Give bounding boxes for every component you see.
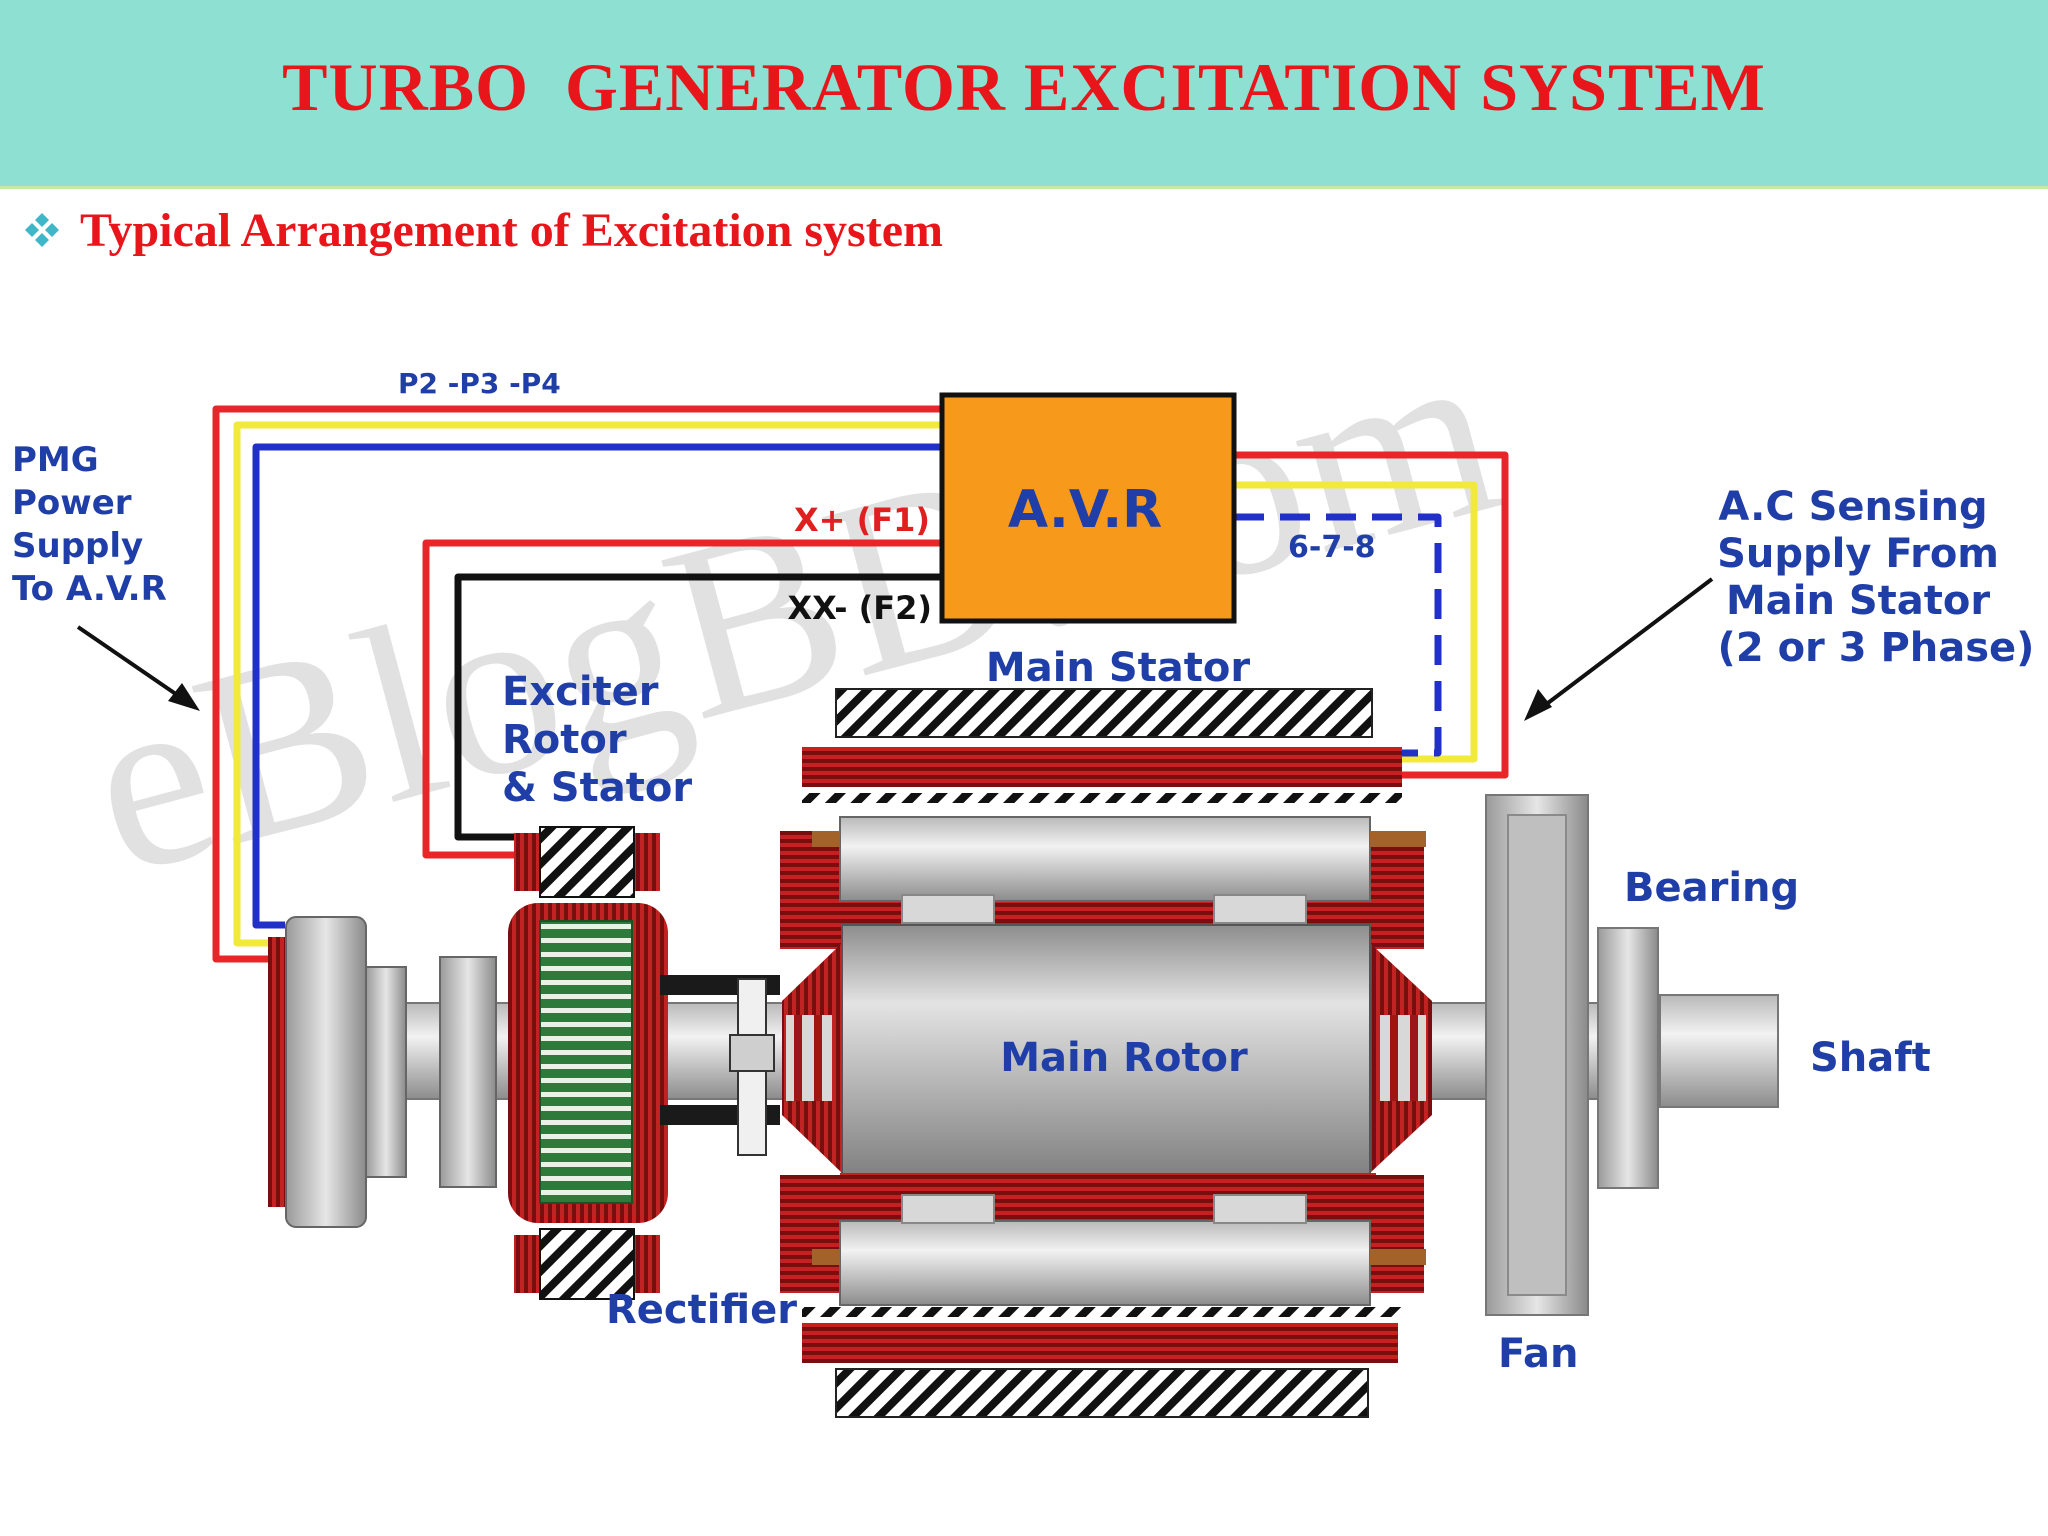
rotor-end-winding-right xyxy=(1370,943,1432,1173)
main-stator-top-coil xyxy=(802,747,1402,787)
sense-terminals-label: 6-7-8 xyxy=(1288,530,1376,565)
main-stator-top-strip xyxy=(802,793,1402,803)
bearing xyxy=(1597,927,1659,1189)
pmg-label-line2: Power xyxy=(12,483,132,523)
main-rotor-label: Main Rotor xyxy=(1000,1035,1248,1081)
main-stator-label: Main Stator xyxy=(986,645,1250,691)
diamond-bullet-icon xyxy=(25,213,59,247)
rectifier-label: Rectifier xyxy=(606,1287,797,1333)
exciter-label-line2: Rotor xyxy=(502,717,627,763)
pmg-label: PMG Power Supply To A.V.R xyxy=(12,440,167,609)
ac-sensing-line2: Supply From xyxy=(1717,531,1999,577)
pmg-label-line4: To A.V.R xyxy=(12,569,167,609)
rotor-end-winding-left xyxy=(782,943,842,1173)
rectifier xyxy=(660,975,780,1156)
xx-minus-label: XX- (F2) xyxy=(787,589,932,627)
exciter-assembly xyxy=(508,826,668,1300)
exciter-label: Exciter Rotor & Stator xyxy=(502,669,692,811)
ac-sensing-line4: (2 or 3 Phase) xyxy=(1718,625,2035,671)
slide-header: TURBO GENERATOR EXCITATION SYSTEM xyxy=(0,0,2048,189)
main-stator-left-upper-coil xyxy=(780,831,842,949)
exciter-label-line1: Exciter xyxy=(502,669,659,715)
slide-title: TURBO GENERATOR EXCITATION SYSTEM xyxy=(282,49,1766,125)
fan xyxy=(1485,794,1589,1316)
pmg-label-line3: Supply xyxy=(12,526,143,566)
ac-sensing-arrow xyxy=(1524,577,1714,721)
rotor-pole-upper-lug-right xyxy=(1370,831,1426,847)
main-rotor-body xyxy=(841,924,1371,1188)
rotor-pole-upper-lug-left xyxy=(812,831,840,847)
pmg-arrow xyxy=(76,625,200,711)
pmg-label-line1: PMG xyxy=(12,440,99,480)
subtitle-row: Typical Arrangement of Excitation system xyxy=(22,200,943,260)
rotor-pole-lower xyxy=(839,1220,1371,1306)
pmg-wires xyxy=(212,405,942,963)
rotor-pole-lower-lug-right xyxy=(1370,1249,1426,1265)
field-wires xyxy=(422,539,942,859)
main-stator-top-hatch xyxy=(835,688,1373,738)
p-terminals-label: P2 -P3 -P4 xyxy=(398,367,561,400)
pmg-disc xyxy=(268,916,497,1228)
rotor-pole-upper xyxy=(839,816,1371,902)
slide-subtitle: Typical Arrangement of Excitation system xyxy=(80,203,943,257)
ac-sensing-line3: Main Stator xyxy=(1726,578,1990,624)
rotor-pole-lower-lug-left xyxy=(812,1249,840,1265)
rotor-pole-upper-tab-left xyxy=(901,894,995,924)
x-plus-label: X+ (F1) xyxy=(794,501,930,539)
fan-label: Fan xyxy=(1498,1331,1578,1377)
excitation-diagram: eBlogBD.com A.V.R xyxy=(12,355,2034,1418)
ac-sensing-line1: A.C Sensing xyxy=(1718,484,1987,530)
exciter-label-line3: & Stator xyxy=(502,765,692,811)
shaft-label: Shaft xyxy=(1810,1035,1931,1081)
avr-box xyxy=(939,392,1237,624)
main-stator-left-lower-coil xyxy=(780,1175,842,1293)
rotor-pole-upper-tab-right xyxy=(1213,894,1307,924)
shaft-end xyxy=(1659,994,1779,1108)
main-stator-bottom-strip xyxy=(802,1307,1402,1317)
main-stator-bottom-coil xyxy=(802,1323,1398,1363)
rotor-pole-lower-tab-left xyxy=(901,1194,995,1224)
sensing-wires xyxy=(1234,451,1509,779)
rotor-pole-lower-tab-right xyxy=(1213,1194,1307,1224)
avr-label: A.V.R xyxy=(1008,480,1162,540)
ac-sensing-label: A.C Sensing Supply From Main Stator (2 o… xyxy=(1717,484,2034,671)
bearing-label: Bearing xyxy=(1624,865,1799,911)
main-stator-bottom-hatch xyxy=(835,1368,1369,1418)
